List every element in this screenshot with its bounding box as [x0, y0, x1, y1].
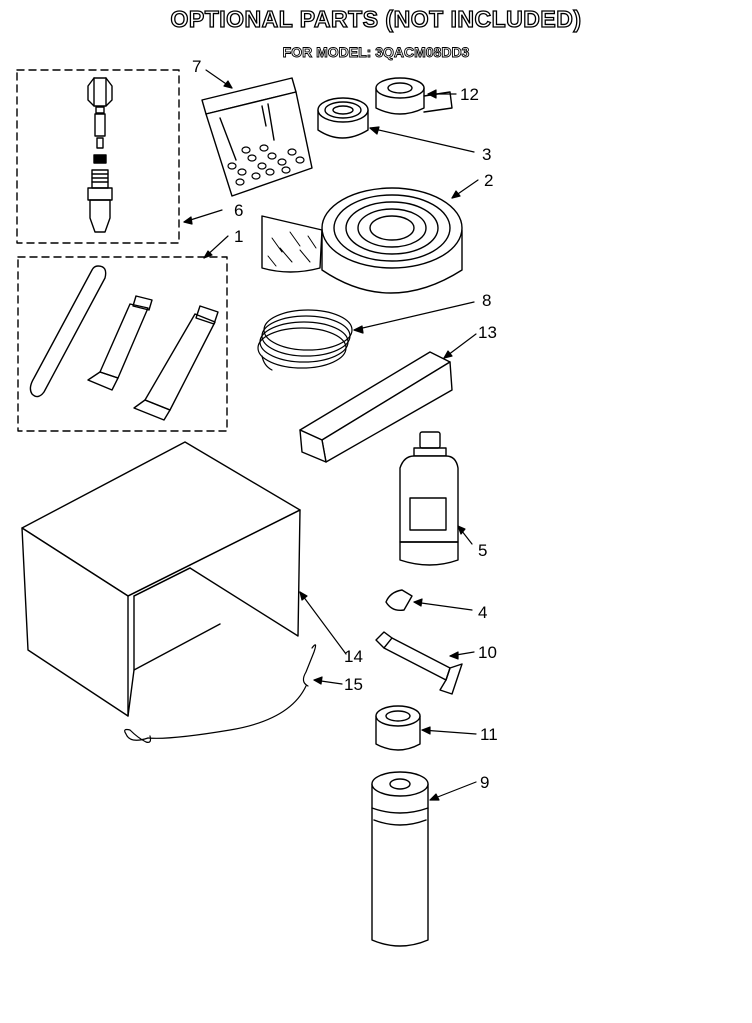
part-12-tape-roll [376, 78, 452, 114]
callout-6: 6 [234, 201, 243, 220]
model-number: FOR MODEL: 3QACM08DD3 [282, 44, 470, 61]
callout-13: 13 [478, 323, 497, 342]
callout-11: 11 [480, 725, 498, 744]
callout-14: 14 [344, 647, 363, 666]
leader-lines [184, 70, 478, 800]
callout-4: 4 [478, 603, 487, 622]
part-15-hook-cord [125, 645, 316, 743]
group-box-6 [17, 70, 179, 243]
part-13-foam-block [300, 352, 452, 462]
part-2-insulation-roll [262, 188, 462, 293]
callout-3: 3 [482, 145, 491, 164]
callout-15: 15 [344, 675, 363, 694]
part-7-fastener-bag [202, 78, 312, 196]
part-14-cover [22, 442, 300, 716]
callout-5: 5 [478, 541, 487, 560]
page-title: OPTIONAL PARTS (NOT INCLUDED) [170, 5, 582, 32]
part-8-coiled-tubing [258, 310, 352, 370]
callout-12: 12 [460, 85, 479, 104]
callout-labels: 7 12 3 2 6 1 8 13 5 4 10 14 15 11 9 [192, 57, 498, 792]
callout-8: 8 [482, 291, 491, 310]
part-11-roll [376, 706, 420, 750]
part-10-tube [376, 632, 462, 694]
part-3-tape-coil [318, 98, 368, 138]
callout-2: 2 [484, 171, 493, 190]
callout-7: 7 [192, 57, 201, 76]
part-9-aerosol-can [372, 772, 428, 946]
callout-9: 9 [480, 773, 489, 792]
group-box-1 [18, 257, 227, 431]
part-5-bottle [400, 432, 458, 565]
part-4-plug [386, 590, 412, 610]
part-1-rod-and-tubes [30, 266, 218, 420]
callout-10: 10 [478, 643, 497, 662]
callout-1: 1 [234, 227, 243, 246]
part-6-valve-fitting [88, 78, 112, 232]
